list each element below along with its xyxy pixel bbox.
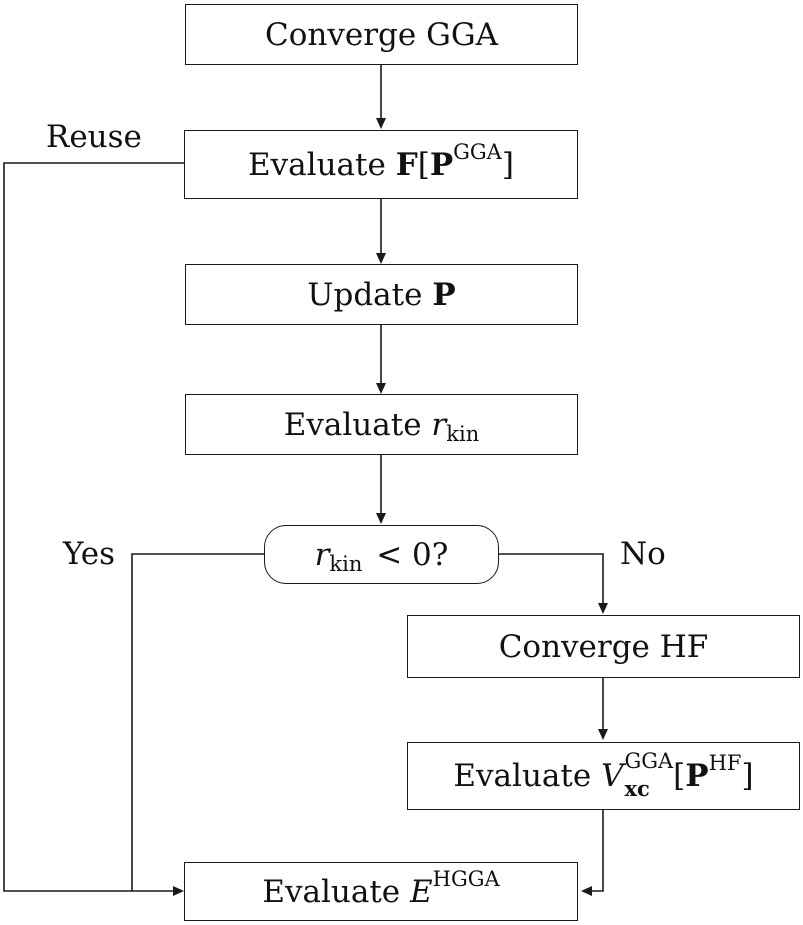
vxc-scripts: GGA xc xyxy=(624,751,673,801)
energy-symbol: E xyxy=(409,873,433,910)
arrowhead xyxy=(376,118,386,129)
edge-reuse-to-evaluate-e xyxy=(3,162,184,892)
density-matrix-symbol: P xyxy=(429,146,454,183)
node-converge-hf: Converge HF xyxy=(407,615,800,678)
arrowhead xyxy=(376,513,386,524)
node-evaluate-rkin: Evaluate r kin xyxy=(185,394,578,455)
edge-label-reuse: Reuse xyxy=(46,119,142,155)
arrowhead xyxy=(598,603,608,614)
vxc-subscript: xc xyxy=(624,776,650,801)
node-converge-gga: Converge GGA xyxy=(185,4,578,65)
node-evaluate-e: Evaluate E HGGA xyxy=(184,862,578,921)
fock-matrix-symbol: F xyxy=(395,146,418,183)
edge-label-no: No xyxy=(620,536,666,572)
arrowhead xyxy=(598,729,608,740)
energy-superscript: HGGA xyxy=(432,866,500,891)
node-converge-gga-label: Converge GGA xyxy=(265,16,498,53)
rkin-symbol: r xyxy=(314,536,330,573)
bracket-close: ] xyxy=(741,758,754,794)
edge-yes-to-evaluate-e xyxy=(131,553,264,891)
rkin-symbol: r xyxy=(431,406,447,443)
arrowhead xyxy=(581,886,592,896)
vxc-symbol: V xyxy=(601,758,624,794)
node-update-p: Update P xyxy=(185,264,578,325)
edge-label-yes: Yes xyxy=(63,536,116,572)
density-matrix-symbol: P xyxy=(432,276,456,313)
density-superscript: HF xyxy=(708,751,742,775)
edge-evaluate-vxc-to-evaluate-e xyxy=(590,810,604,892)
node-evaluate-rkin-label: Evaluate xyxy=(283,406,432,443)
node-evaluate-f: Evaluate F [ P GGA ] xyxy=(184,130,578,199)
node-evaluate-e-label: Evaluate xyxy=(262,873,410,910)
node-evaluate-f-label: Evaluate xyxy=(248,146,396,183)
node-converge-hf-label: Converge HF xyxy=(498,628,709,665)
bracket-open: [ xyxy=(417,146,430,183)
bracket-close: ] xyxy=(501,146,514,183)
arrowhead xyxy=(376,253,386,264)
rkin-subscript: kin xyxy=(446,421,480,446)
node-evaluate-vxc-label: Evaluate xyxy=(453,758,602,794)
arrowhead xyxy=(376,383,386,394)
density-superscript: GGA xyxy=(453,139,502,164)
node-update-p-label: Update xyxy=(307,276,433,313)
decision-rkin-negative: r kin < 0? xyxy=(264,525,499,584)
arrowhead xyxy=(173,886,184,896)
decision-condition: < 0? xyxy=(366,536,449,573)
rkin-subscript: kin xyxy=(329,551,363,576)
density-matrix-symbol: P xyxy=(685,758,709,794)
node-evaluate-vxc: Evaluate V GGA xc [ P HF ] xyxy=(407,742,800,810)
vxc-superscript: GGA xyxy=(624,749,674,773)
bracket-open: [ xyxy=(673,758,686,794)
edge-no-to-converge-hf xyxy=(498,553,604,605)
